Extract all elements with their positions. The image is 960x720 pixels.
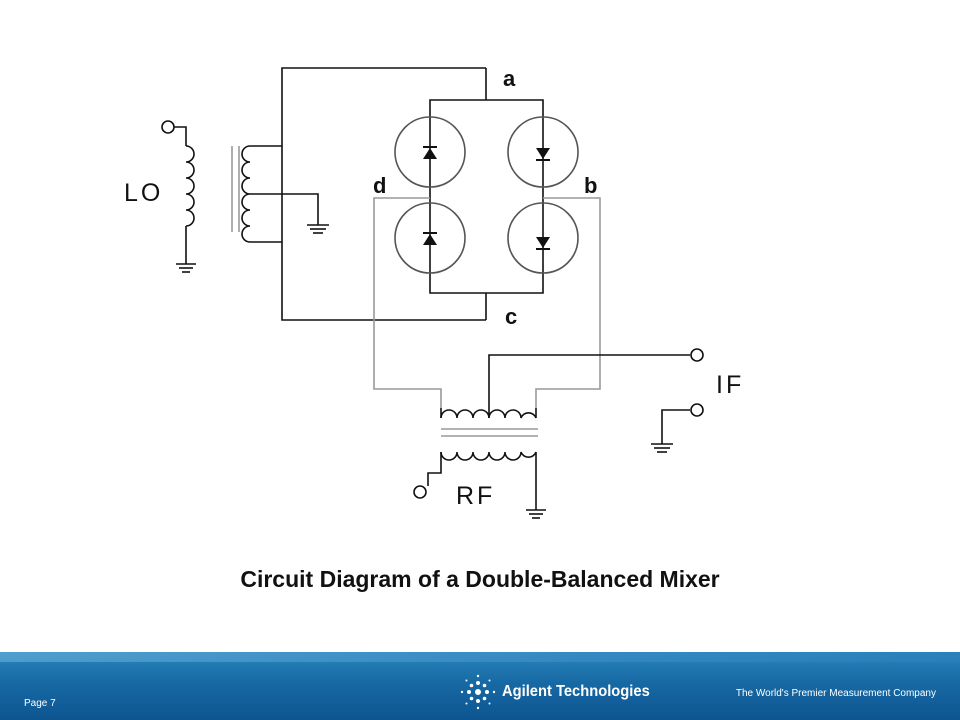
footer-sheen (0, 652, 960, 662)
mixer-circuit-diagram: a d b c LO IF RF (124, 66, 744, 519)
rf-ground-icon (526, 509, 546, 519)
port-label-lo: LO (124, 179, 163, 207)
diode-top-right (507, 116, 579, 188)
rf-wiring (373, 197, 601, 408)
lo-transformer-core (231, 146, 240, 232)
node-label-b: b (584, 173, 597, 198)
rf-lower-winding (427, 451, 537, 510)
node-label-d: d (373, 173, 386, 198)
diagram-caption: Circuit Diagram of a Double-Balanced Mix… (240, 566, 720, 592)
diode-top-left (394, 116, 466, 188)
diode-bottom-right (507, 202, 579, 274)
company-name: Agilent Technologies (502, 683, 650, 700)
bridge-frame (429, 99, 544, 294)
rf-terminal (413, 485, 427, 499)
if-terminal-bottom (690, 403, 704, 417)
lo-primary-winding (174, 126, 196, 273)
if-ground-wiring (651, 409, 690, 453)
port-label-if: IF (716, 371, 744, 399)
diode-bridge (429, 68, 544, 320)
node-label-a: a (503, 66, 516, 91)
spark-logo-icon (460, 674, 496, 710)
lo-secondary-winding (241, 145, 329, 243)
if-center-tap (488, 354, 690, 418)
diode-bottom-left (394, 202, 466, 274)
page-number: Page 7 (24, 698, 56, 709)
rf-transformer-core (441, 428, 538, 437)
lo-terminal (161, 120, 175, 134)
port-label-rf: RF (456, 482, 495, 510)
node-label-c: c (505, 304, 517, 329)
company-tagline: The World's Premier Measurement Company (735, 688, 936, 699)
footer-band: Page 7 Agilent Technologies The World's … (0, 652, 960, 720)
if-terminal-top (690, 348, 704, 362)
company-logo: Agilent Technologies (458, 672, 668, 712)
